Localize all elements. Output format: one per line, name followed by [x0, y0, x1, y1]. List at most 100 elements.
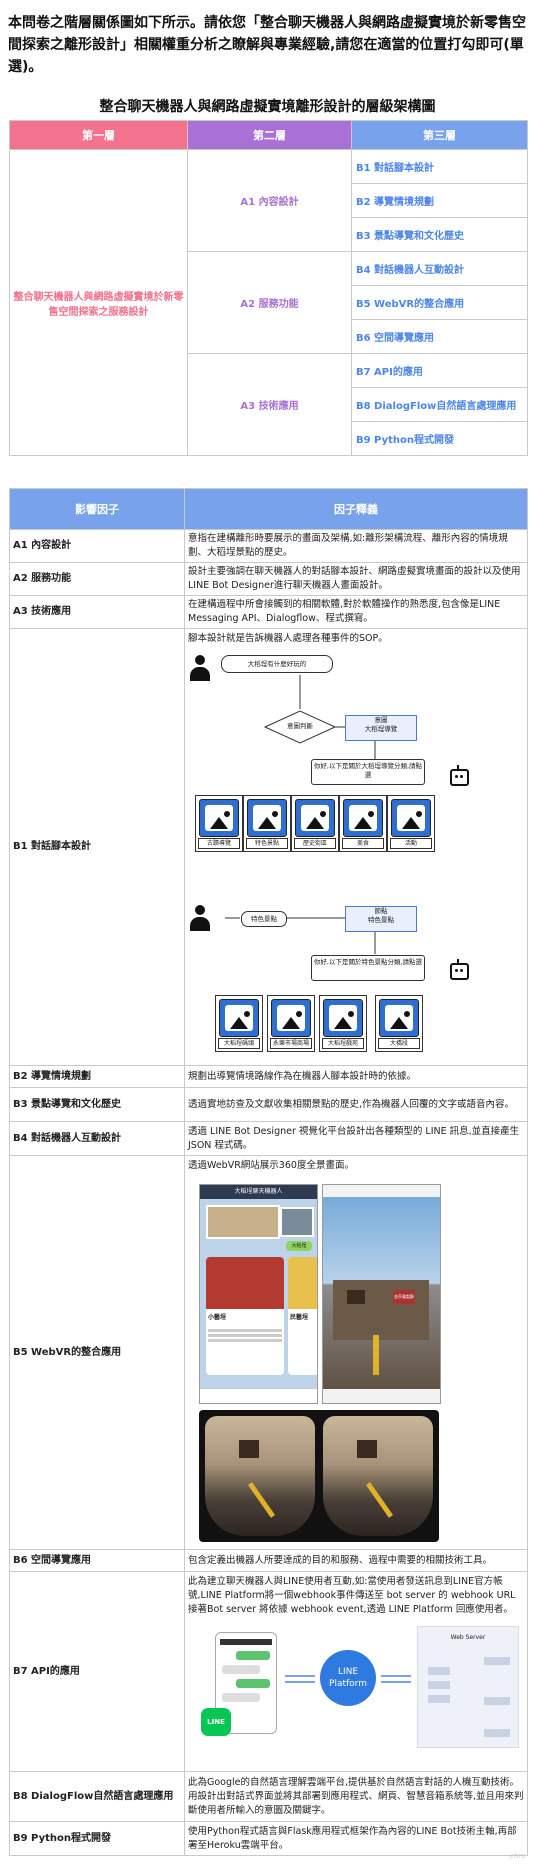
- level3-b6: B6 空間導覽應用: [351, 319, 528, 354]
- factor-desc-b7-cell: 此為建立聊天機器人與LINE使用者互動,如:當使用者發送訊息到LINE官方帳號,…: [184, 1571, 528, 1772]
- flow-intent-b-title: 節點: [374, 907, 388, 915]
- flow-intent-a: 意圖 大稻埕導覽: [345, 715, 417, 741]
- category-card: 歷史街區: [291, 795, 339, 852]
- factor-desc-b5-cell: 透過WebVR網站展示360度全景畫面。 大稻埕聊天機器人 大稻埕 小藝埕: [184, 1155, 528, 1550]
- level2-a2: A2 服務功能: [187, 251, 352, 354]
- flow-intent-a-title: 意圖: [374, 716, 388, 724]
- phone-mockup: [215, 1632, 277, 1734]
- factor-desc-b4: 透過 LINE Bot Designer 視覺化平台設計出各種類型的 LINE …: [184, 1121, 528, 1156]
- vr-sign: 金莎鳳梨酥: [393, 1290, 415, 1304]
- spot-label: 大稻埕戲苑: [322, 1038, 364, 1049]
- flow-start: 大稻埕有什麼好玩的: [221, 655, 333, 673]
- spot-card: 大稻埕戲苑: [319, 995, 367, 1052]
- factor-name-b1: B1 對話腳本設計: [9, 628, 185, 1066]
- flow-bot-reply-1: 你好,以下是關於大稻埕導覽分類,請點選: [311, 759, 425, 785]
- spot-label: 永樂市場商場: [270, 1038, 312, 1049]
- factor-name-a1: A1 內容設計: [9, 529, 185, 563]
- level3-b2: B2 導覽情境規劃: [351, 183, 528, 218]
- factor-desc-a1: 意指在建構離形時要展示的畫面及架構,如:離形架構流程、離形內容的情境規劃、大稻埕…: [184, 529, 528, 563]
- category-label: 歷史街區: [294, 838, 336, 849]
- header-definition: 因子釋義: [184, 488, 528, 530]
- factor-name-b7: B7 API的應用: [9, 1571, 185, 1772]
- factor-name-b3: B3 景點導覽和文化歷史: [9, 1087, 185, 1122]
- level3-b8: B8 DialogFlow自然語言處理應用: [351, 387, 528, 422]
- web-server-label: Web Server: [450, 1634, 486, 1641]
- factor-desc-b9: 使用Python程式語言與Flask應用程式框架作為內容的LINE Bot技術主…: [184, 1821, 528, 1856]
- image-icon: [271, 999, 311, 1037]
- spot-card: 永樂市場商場: [267, 995, 315, 1052]
- flow-user-choice: 特色景點: [241, 911, 287, 927]
- factor-desc-b7: 此為建立聊天機器人與LINE使用者互動,如:當使用者發送訊息到LINE官方帳號,…: [188, 1576, 516, 1615]
- factor-desc-b1: 腳本設計就是告訴機器人處理各種事件的SOP。: [188, 633, 388, 644]
- level3-b7: B7 API的應用: [351, 353, 528, 388]
- factor-desc-b2: 規劃出導覽情境路線作為在機器人腳本設計時的依據。: [184, 1065, 528, 1088]
- image-icon: [295, 799, 335, 837]
- factor-name-b2: B2 導覽情境規劃: [9, 1065, 185, 1088]
- factor-desc-b3: 透過實地訪查及文獻收集相關景點的歷史,作為機器人回覆的文字或語音內容。: [184, 1087, 528, 1122]
- level2-a3: A3 技術應用: [187, 353, 352, 456]
- category-card: 美食: [339, 795, 387, 852]
- flowchart-lines: [225, 675, 376, 954]
- factor-desc-b5: 透過WebVR網站展示360度全景畫面。: [188, 1160, 354, 1171]
- spot-label: 大橋段: [378, 1038, 420, 1049]
- level2-a1: A1 內容設計: [187, 149, 352, 252]
- flow-intent-b-sub: 特色景點: [368, 916, 394, 924]
- factor-name-b9: B9 Python程式開發: [9, 1821, 185, 1856]
- image-icon: [247, 799, 287, 837]
- category-card: 活動: [387, 795, 435, 852]
- flow-decision: 意圖判斷: [287, 722, 313, 730]
- flow-intent-b: 節點 特色景點: [345, 906, 417, 932]
- factor-desc-a2: 設計主要強調在聊天機器人的對話腳本設計、網路虛擬實境畫面的設計以及使用LINE …: [184, 562, 528, 596]
- image-icon: [323, 999, 363, 1037]
- factor-name-b4: B4 對話機器人互動設計: [9, 1121, 185, 1156]
- factor-table: 影響因子 因子釋義 A1 內容設計 意指在建構離形時要展示的畫面及架構,如:離形…: [9, 488, 528, 1856]
- webvr-screenshots: 大稻埕聊天機器人 大稻埕 小藝埕 民藝埕: [185, 1176, 528, 1546]
- flow-bot-reply-2: 你好,以下是關於特色景點分類,請點選: [311, 955, 425, 981]
- level3-b4: B4 對話機器人互動設計: [351, 251, 528, 286]
- level3-b5: B5 WebVR的整合應用: [351, 285, 528, 320]
- chat-card-right-title: 民藝埕: [290, 1314, 309, 1321]
- chat-bubble: 大稻埕: [286, 1241, 312, 1251]
- category-label: 古蹟導覽: [198, 838, 240, 849]
- factor-name-a2: A2 服務功能: [9, 562, 185, 596]
- watermark: ehrs: [509, 1852, 525, 1860]
- header-factor: 影響因子: [9, 488, 185, 530]
- flow-intent-a-sub: 大稻埕導覽: [364, 725, 398, 733]
- category-card: 古蹟導覽: [195, 795, 243, 852]
- spot-card: 大稻埕碼頭: [215, 995, 263, 1052]
- image-icon: [199, 799, 239, 837]
- factor-desc-a3: 在建構過程中所會接觸到的相關軟體,對於軟體操作的熟悉度,包含像是LINE Mes…: [184, 595, 528, 629]
- intro-text: 本問卷之階層關係圖如下所示。請依您「整合聊天機器人與網路虛擬實境於新零售空間探索…: [8, 15, 526, 75]
- category-card: 特色景點: [243, 795, 291, 852]
- script-flowchart: 大稻埕有什麼好玩的 意圖判斷 意圖 大稻埕導覽 你好,以下是關於大稻埕導覽分類,…: [185, 649, 528, 1059]
- header-level3: 第三層: [351, 120, 528, 150]
- robot-icon: [447, 959, 469, 980]
- hierarchy-title: 整合聊天機器人與網路虛擬實境離形設計的層級架構圖: [99, 99, 436, 115]
- chat-card-left: 小藝埕: [206, 1257, 284, 1375]
- category-label: 美食: [342, 838, 384, 849]
- line-platform-node: LINE Platform: [320, 1650, 376, 1706]
- level3-b1: B1 對話腳本設計: [351, 149, 528, 184]
- user-icon: [189, 905, 211, 931]
- spot-card: 大橋段: [375, 995, 423, 1052]
- chatbot-phone-screenshot: 大稻埕聊天機器人 大稻埕 小藝埕 民藝埕: [199, 1184, 318, 1404]
- image-icon: [343, 799, 383, 837]
- factor-desc-b1-cell: 腳本設計就是告訴機器人處理各種事件的SOP。 大稻埕有什麼好玩的 意圖判斷: [184, 628, 528, 1066]
- spot-label: 大稻埕碼頭: [218, 1038, 260, 1049]
- api-diagram: LINE LINE Platform Web Server: [185, 1620, 528, 1750]
- category-label: 活動: [390, 838, 432, 849]
- vr-stereo-view: [199, 1410, 439, 1542]
- image-icon: [391, 799, 431, 837]
- robot-icon: [447, 765, 469, 786]
- factor-name-b5: B5 WebVR的整合應用: [9, 1155, 185, 1550]
- level3-b9: B9 Python程式開發: [351, 421, 528, 456]
- image-icon: [219, 999, 259, 1037]
- factor-name-b6: B6 空間導覽應用: [9, 1549, 185, 1572]
- chat-card-left-title: 小藝埕: [208, 1314, 227, 1321]
- chat-card-right: 民藝埕: [288, 1257, 317, 1375]
- image-icon: [379, 999, 419, 1037]
- header-level1: 第一層: [9, 120, 188, 150]
- web-server-diagram: Web Server: [417, 1626, 519, 1748]
- line-logo-icon: LINE: [201, 1708, 231, 1736]
- user-icon: [189, 655, 211, 681]
